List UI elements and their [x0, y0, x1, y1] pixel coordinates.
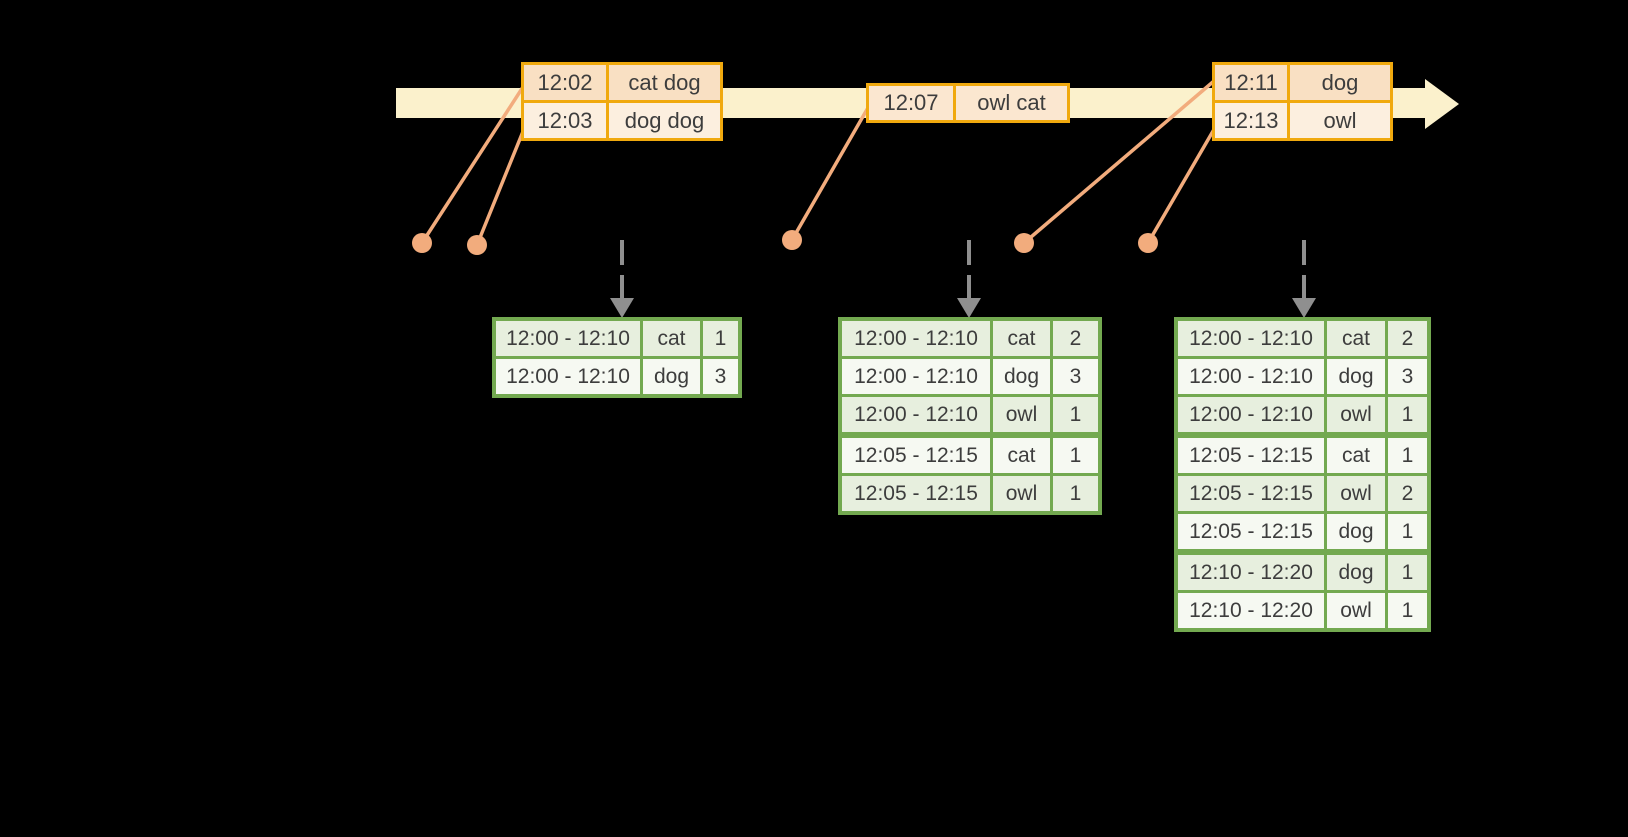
event-words-cell: dog [1290, 65, 1390, 100]
window-cell: 12:00 - 12:10 [842, 321, 990, 356]
window-cell: 12:05 - 12:15 [842, 476, 990, 511]
window-cell: 12:10 - 12:20 [1178, 555, 1324, 590]
window-cell: 12:05 - 12:15 [842, 438, 990, 473]
window-cell: 12:00 - 12:10 [842, 359, 990, 394]
count-cell: 2 [1388, 476, 1427, 511]
event-time-cell: 12:02 [524, 65, 606, 100]
window-cell: 12:00 - 12:10 [842, 397, 990, 432]
count-cell: 3 [1388, 359, 1427, 394]
word-cell: cat [993, 438, 1050, 473]
event-time-cell: 12:11 [1215, 65, 1287, 100]
word-cell: dog [993, 359, 1050, 394]
word-cell: cat [643, 321, 700, 356]
window-cell: 12:00 - 12:10 [1178, 359, 1324, 394]
event-dot-icon [467, 235, 487, 255]
word-cell: cat [993, 321, 1050, 356]
event-dot-icon [782, 230, 802, 250]
word-cell: dog [643, 359, 700, 394]
word-cell: owl [1327, 397, 1385, 432]
event-time-cell: 12:03 [524, 103, 606, 138]
count-cell: 1 [1388, 555, 1427, 590]
window-cell: 12:05 - 12:15 [1178, 514, 1324, 549]
event-dot-icon [1138, 233, 1158, 253]
count-cell: 1 [1388, 438, 1427, 473]
event-words-cell: cat dog [609, 65, 720, 100]
count-cell: 1 [703, 321, 738, 356]
event-dot-icon [412, 233, 432, 253]
window-cell: 12:00 - 12:10 [1178, 397, 1324, 432]
timeline-arrow-head-icon [1425, 79, 1459, 129]
window-cell: 12:10 - 12:20 [1178, 593, 1324, 628]
event-words-cell: dog dog [609, 103, 720, 138]
count-cell: 1 [1053, 438, 1098, 473]
word-cell: owl [1327, 476, 1385, 511]
connector-line [475, 128, 526, 246]
count-cell: 1 [1053, 397, 1098, 432]
count-cell: 2 [1053, 321, 1098, 356]
window-cell: 12:05 - 12:15 [1178, 476, 1324, 511]
trigger-arrowhead-icon [1292, 298, 1316, 318]
count-cell: 1 [1388, 397, 1427, 432]
window-cell: 12:00 - 12:10 [496, 321, 640, 356]
event-time-cell: 12:13 [1215, 103, 1287, 138]
window-cell: 12:00 - 12:10 [1178, 321, 1324, 356]
count-cell: 1 [1053, 476, 1098, 511]
event-words-cell: owl [1290, 103, 1390, 138]
window-cell: 12:05 - 12:15 [1178, 438, 1324, 473]
count-cell: 2 [1388, 321, 1427, 356]
connector-line [1146, 125, 1218, 244]
event-words-cell: owl cat [956, 86, 1067, 120]
trigger-arrows [610, 240, 1316, 318]
word-cell: dog [1327, 514, 1385, 549]
event-dots [412, 230, 1158, 255]
event-dot-icon [1014, 233, 1034, 253]
connector-line [790, 105, 871, 241]
word-cell: cat [1327, 321, 1385, 356]
count-cell: 1 [1388, 514, 1427, 549]
word-cell: cat [1327, 438, 1385, 473]
trigger-arrowhead-icon [610, 298, 634, 318]
word-cell: owl [1327, 593, 1385, 628]
window-cell: 12:00 - 12:10 [496, 359, 640, 394]
count-cell: 3 [703, 359, 738, 394]
word-cell: owl [993, 476, 1050, 511]
event-time-cell: 12:07 [869, 86, 953, 120]
word-cell: dog [1327, 359, 1385, 394]
word-cell: dog [1327, 555, 1385, 590]
trigger-arrowhead-icon [957, 298, 981, 318]
count-cell: 1 [1388, 593, 1427, 628]
count-cell: 3 [1053, 359, 1098, 394]
word-cell: owl [993, 397, 1050, 432]
